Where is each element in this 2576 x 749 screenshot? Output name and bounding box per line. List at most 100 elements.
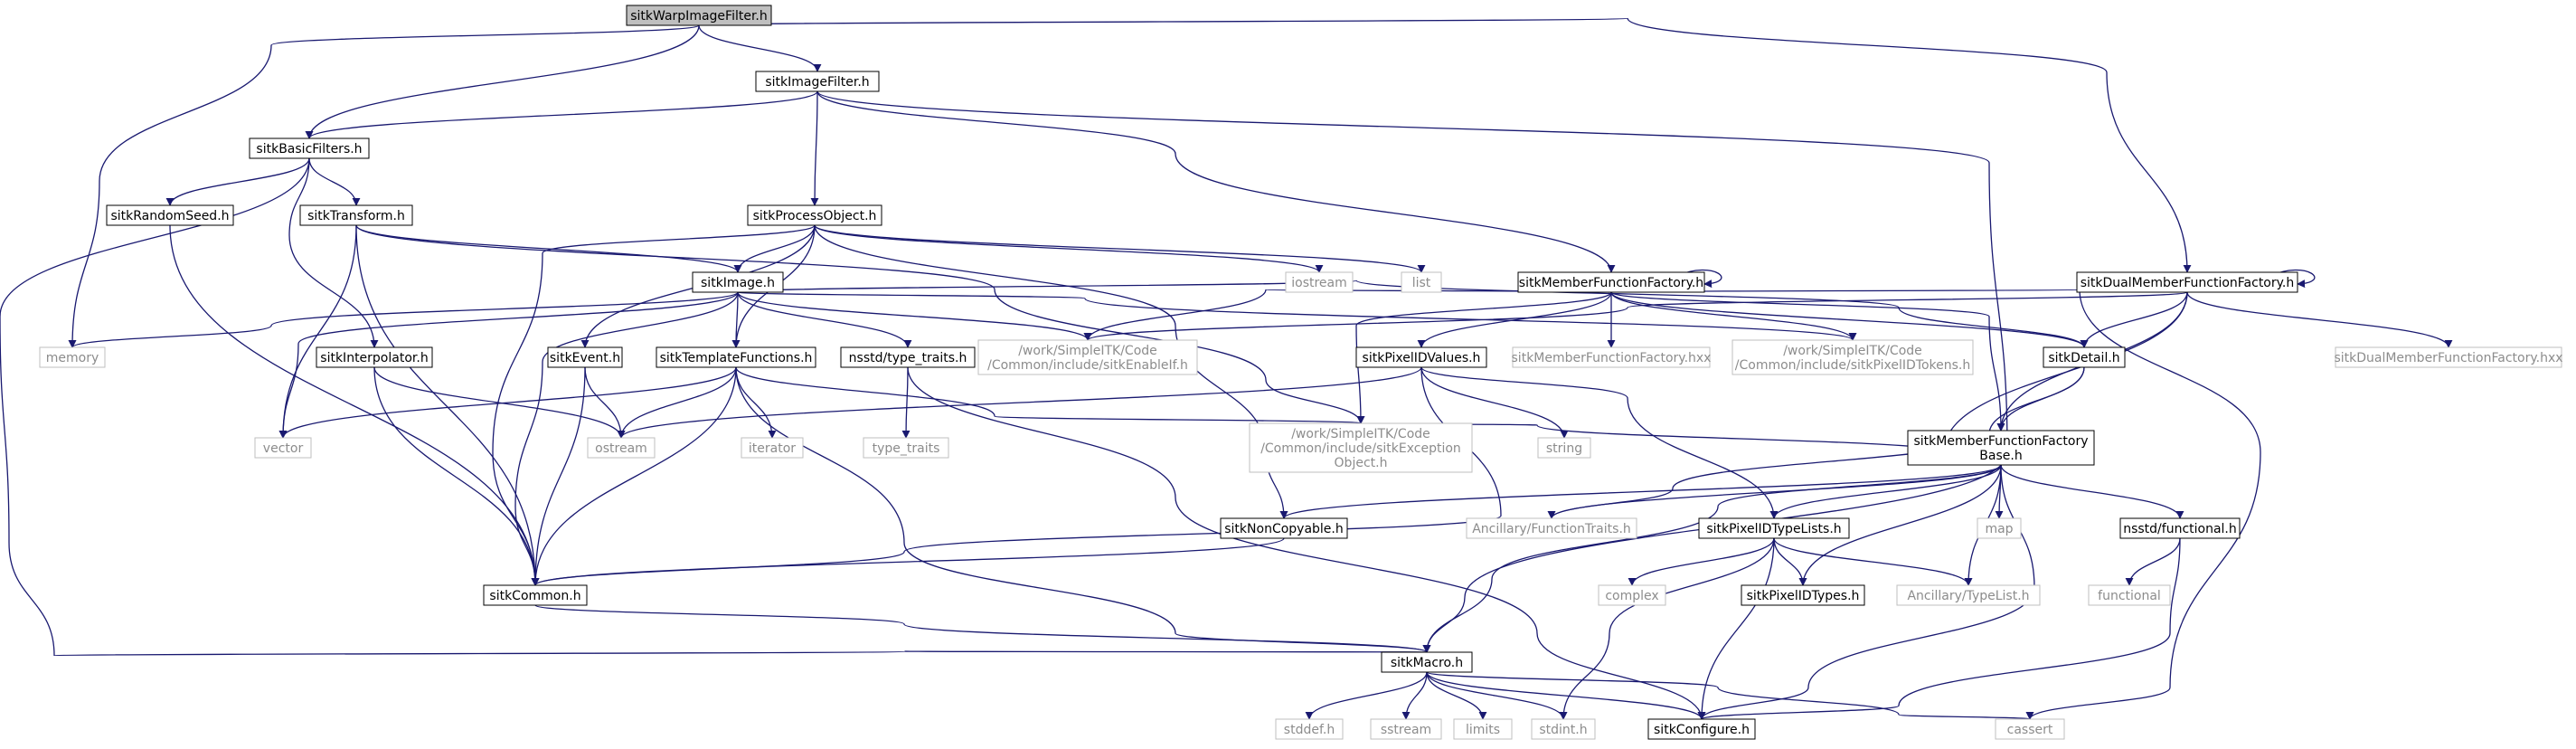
node-memberff[interactable]: sitkMemberFunctionFactory.h: [1517, 271, 1705, 293]
node-box-vector: [254, 437, 312, 459]
node-label-image: sitkImage.h: [701, 276, 775, 290]
node-label-basicfilters: sitkBasicFilters.h: [256, 142, 362, 156]
edge-root-to-basicfilters: [305, 24, 700, 139]
edge-interpolator-to-ostream: [373, 366, 626, 439]
edge-mffbase-to-macro: [1422, 464, 2002, 653]
node-pixelidtokens: /work/SimpleITK/Code/Common/include/sitk…: [1731, 339, 1974, 375]
node-dualmemberff[interactable]: sitkDualMemberFunctionFactory.h: [2076, 271, 2298, 293]
edge-common-to-macro: [534, 604, 1431, 653]
node-box-randomseed: [106, 204, 234, 226]
edge-processobject-to-iostream: [814, 224, 1324, 273]
node-pixelidtypes[interactable]: sitkPixelIDTypes.h: [1741, 584, 1865, 606]
edge-transform-to-vector: [278, 224, 357, 439]
node-templatefuncs[interactable]: sitkTemplateFunctions.h: [656, 346, 816, 368]
edge-macro-to-stdint: [1426, 671, 1568, 720]
edge-nsstdfunctional-to-functional: [2125, 537, 2181, 586]
node-event[interactable]: sitkEvent.h: [547, 346, 623, 368]
node-root[interactable]: sitkWarpImageFilter.h: [626, 5, 772, 26]
node-macro[interactable]: sitkMacro.h: [1381, 651, 1473, 673]
node-type_traits: type_traits: [863, 437, 949, 459]
node-box-interpolator: [316, 346, 433, 368]
edge-templatefuncs-to-exception: [735, 366, 1364, 424]
node-label-ostream: ostream: [595, 441, 647, 456]
edge-root-to-dualmemberff: [698, 17, 2192, 273]
node-label-exception: Object.h: [1335, 456, 1388, 470]
node-configure[interactable]: sitkConfigure.h: [1647, 718, 1756, 740]
node-label-pixelidtokens: /Common/include/sitkPixelIDTokens.h: [1735, 358, 1970, 373]
node-label-exception: /Common/include/sitkException: [1260, 441, 1461, 456]
node-common[interactable]: sitkCommon.h: [483, 584, 588, 606]
edge-image-to-memory: [68, 291, 739, 348]
node-box-pixelidtokens: [1731, 339, 1974, 375]
node-memory: memory: [39, 346, 106, 368]
node-label-complex: complex: [1605, 589, 1658, 603]
node-box-pixelidvalues: [1355, 346, 1487, 368]
node-box-limits: [1453, 718, 1513, 740]
edge-image-to-templatefuncs: [731, 291, 741, 348]
node-label-event: sitkEvent.h: [550, 351, 620, 365]
node-pixelidvalues[interactable]: sitkPixelIDValues.h: [1355, 346, 1487, 368]
node-box-typetraits: [840, 346, 976, 368]
edge-memberff-to-cassert: [1610, 289, 2261, 720]
node-label-sstream: sstream: [1381, 723, 1431, 737]
node-label-memory: memory: [46, 351, 99, 365]
node-label-pixelidtypes: sitkPixelIDTypes.h: [1747, 589, 1860, 603]
node-complex: complex: [1598, 584, 1666, 606]
node-box-stdint: [1531, 718, 1596, 740]
node-box-iterator: [741, 437, 804, 459]
node-label-mffbase: Base.h: [1979, 449, 2022, 463]
node-box-noncopyable: [1220, 517, 1348, 539]
edge-event-to-common: [531, 366, 586, 586]
node-iterator: iterator: [741, 437, 804, 459]
node-box-functiontraits: [1466, 517, 1637, 539]
node-exception: /work/SimpleITK/Code/Common/include/sitk…: [1249, 422, 1473, 473]
node-box-dualhxx: [2335, 346, 2562, 368]
node-box-mffbase: [1907, 430, 2095, 466]
edge-memberff-to-exception: [1355, 291, 1612, 424]
node-label-stddef: stddef.h: [1284, 723, 1335, 737]
node-label-vector: vector: [263, 441, 304, 456]
node-label-stdint: stdint.h: [1539, 723, 1587, 737]
node-box-dualmemberff: [2076, 271, 2298, 293]
node-pixelidtypelists[interactable]: sitkPixelIDTypeLists.h: [1698, 517, 1850, 539]
node-box-ostream: [587, 437, 656, 459]
node-processobject[interactable]: sitkProcessObject.h: [747, 204, 882, 226]
edge-interpolator-to-common: [373, 366, 540, 586]
edge-imagefilter-to-memberff: [816, 90, 1616, 273]
node-transform[interactable]: sitkTransform.h: [299, 204, 413, 226]
node-enableif: /work/SimpleITK/Code/Common/include/sitk…: [977, 339, 1198, 375]
node-randomseed[interactable]: sitkRandomSeed.h: [106, 204, 234, 226]
node-label-randomseed: sitkRandomSeed.h: [110, 209, 229, 223]
node-interpolator[interactable]: sitkInterpolator.h: [316, 346, 433, 368]
node-basicfilters[interactable]: sitkBasicFilters.h: [249, 137, 370, 159]
node-box-enableif: [977, 339, 1198, 375]
node-imagefilter[interactable]: sitkImageFilter.h: [755, 71, 880, 92]
node-functional: functional: [2088, 584, 2171, 606]
node-label-exception: /work/SimpleITK/Code: [1291, 427, 1430, 441]
node-label-mffhxx: sitkMemberFunctionFactory.hxx: [1512, 351, 1712, 365]
node-box-string: [1537, 437, 1591, 459]
node-image[interactable]: sitkImage.h: [692, 271, 784, 293]
edge-imagefilter-to-processobject: [810, 90, 819, 206]
node-label-templatefuncs: sitkTemplateFunctions.h: [660, 351, 813, 365]
edges-layer: [0, 17, 2453, 720]
node-typetraits[interactable]: nsstd/type_traits.h: [840, 346, 976, 368]
node-detail[interactable]: sitkDetail.h: [2043, 346, 2126, 368]
node-stddef: stddef.h: [1275, 718, 1344, 740]
node-noncopyable[interactable]: sitkNonCopyable.h: [1220, 517, 1348, 539]
node-label-dualhxx: sitkDualMemberFunctionFactory.hxx: [2334, 351, 2562, 365]
node-box-basicfilters: [249, 137, 370, 159]
edge-image-to-enableif: [737, 291, 1092, 341]
edge-basicfilters-to-interpolator: [288, 157, 379, 348]
node-box-typelist: [1896, 584, 2041, 606]
node-box-list: [1401, 271, 1442, 293]
node-nsstdfunctional[interactable]: nsstd/functional.h: [2119, 517, 2241, 539]
edge-memberff-to-mffbase: [1610, 291, 2005, 431]
edge-macro-to-cassert: [1426, 671, 2034, 720]
edge-image-to-typetraits: [737, 291, 912, 348]
edge-imagefilter-to-macro: [816, 90, 2008, 653]
node-box-pixelidtypes: [1741, 584, 1865, 606]
node-label-typetraits: nsstd/type_traits.h: [849, 351, 967, 365]
node-box-transform: [299, 204, 413, 226]
